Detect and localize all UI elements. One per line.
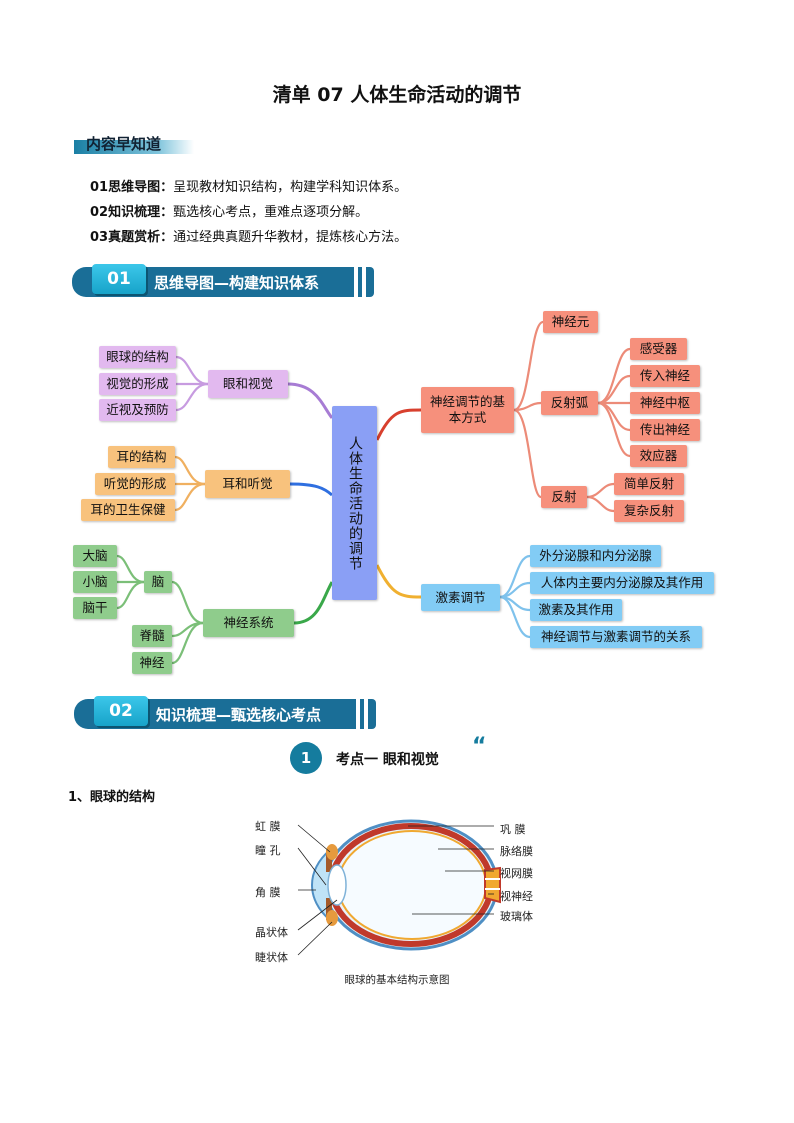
label-cornea: 角 膜 <box>255 886 281 899</box>
label-choroid: 脉络膜 <box>500 845 533 858</box>
intro-text-1: 呈现教材知识结构，构建学科知识体系。 <box>173 180 408 195</box>
section-label-text: 内容早知道 <box>86 135 162 153</box>
intro-text-2: 甄选核心考点，重难点逐项分解。 <box>173 205 369 220</box>
intro-head-2: 02知识梳理： <box>90 205 174 220</box>
node-neural-hormone-relation: 神经调节与激素调节的关系 <box>530 626 702 648</box>
label-lens: 晶状体 <box>255 926 288 939</box>
node-ear-health: 耳的卫生保健 <box>81 499 175 521</box>
node-reflex-arc: 反射弧 <box>541 391 598 415</box>
node-vision-formation: 视觉的形成 <box>99 373 176 395</box>
node-ear-structure: 耳的结构 <box>108 446 175 468</box>
banner-stripe <box>356 699 360 729</box>
intro-line-1: 01思维导图：呈现教材知识结构，构建学科知识体系。 <box>90 176 407 195</box>
node-nerve: 神经 <box>132 652 172 674</box>
intro-line-3: 03真题赏析：通过经典真题升华教材，提炼核心方法。 <box>90 226 407 245</box>
label-retina: 视网膜 <box>500 867 533 880</box>
node-complex-reflex: 复杂反射 <box>614 500 684 522</box>
label-vitreous: 玻璃体 <box>500 910 533 923</box>
label-sclera: 巩 膜 <box>500 823 526 836</box>
node-neuron: 神经元 <box>543 311 598 333</box>
banner-stripe <box>362 267 366 297</box>
section-label-bar <box>74 140 194 154</box>
node-nervous-system: 神经系统 <box>203 609 294 637</box>
node-ear-hearing: 耳和听觉 <box>205 470 290 498</box>
node-effector: 效应器 <box>630 445 687 467</box>
label-optic-nerve: 视神经 <box>500 890 533 903</box>
intro-head-3: 03真题赏析： <box>90 230 174 245</box>
banner-knowledge: 02 知识梳理—甄选核心考点 <box>74 696 376 730</box>
banner-stripe <box>354 267 358 297</box>
section-label: 内容早知道 <box>74 134 194 154</box>
banner-label: 思维导图—构建知识体系 <box>154 274 320 292</box>
intro-line-2: 02知识梳理：甄选核心考点，重难点逐项分解。 <box>90 201 368 220</box>
node-afferent-nerve: 传入神经 <box>630 365 700 387</box>
node-eye-structure: 眼球的结构 <box>99 346 176 368</box>
quote-icon: “ <box>472 734 487 759</box>
label-pupil: 瞳 孔 <box>255 844 281 857</box>
node-simple-reflex: 简单反射 <box>614 473 684 495</box>
banner-mindmap: 01 思维导图—构建知识体系 <box>72 264 374 298</box>
intro-head-1: 01思维导图： <box>90 180 174 195</box>
node-hearing-formation: 听觉的形成 <box>95 473 175 495</box>
banner-label: 知识梳理—甄选核心考点 <box>156 706 322 724</box>
label-ciliary-body: 睫状体 <box>255 951 288 964</box>
node-hormone-regulation: 激素调节 <box>421 584 500 611</box>
key-point-number: 1 <box>290 742 322 774</box>
node-cerebellum: 小脑 <box>73 571 117 593</box>
node-endocrine-glands: 人体内主要内分泌腺及其作用 <box>530 572 714 594</box>
node-nerve-center: 神经中枢 <box>630 392 700 414</box>
banner-stripe <box>364 699 368 729</box>
node-glands: 外分泌腺和内分泌腺 <box>530 545 661 567</box>
node-myopia: 近视及预防 <box>99 399 176 421</box>
node-neural-regulation: 神经调节的基本方式 <box>421 387 514 433</box>
node-efferent-nerve: 传出神经 <box>630 419 700 441</box>
intro-text-3: 通过经典真题升华教材，提炼核心方法。 <box>173 230 408 245</box>
label-iris: 虹 膜 <box>255 820 281 833</box>
node-reflex: 反射 <box>541 486 587 508</box>
page-title: 清单 07 人体生命活动的调节 <box>272 84 522 106</box>
node-brain: 脑 <box>144 571 172 593</box>
node-eye-vision: 眼和视觉 <box>208 370 288 398</box>
node-hormones: 激素及其作用 <box>530 599 622 621</box>
node-brainstem: 脑干 <box>73 597 117 619</box>
key-point-title: 考点一 眼和视觉 <box>336 752 439 768</box>
mindmap-center: 人体生命活动的调节 <box>332 406 377 600</box>
subheading: 1、眼球的结构 <box>68 790 156 805</box>
banner-number: 01 <box>92 264 146 294</box>
node-spinal-cord: 脊髓 <box>132 625 172 647</box>
node-receptor: 感受器 <box>630 338 687 360</box>
figure-caption: 眼球的基本结构示意图 <box>344 974 450 986</box>
banner-number: 02 <box>94 696 148 726</box>
node-cerebrum: 大脑 <box>73 545 117 567</box>
